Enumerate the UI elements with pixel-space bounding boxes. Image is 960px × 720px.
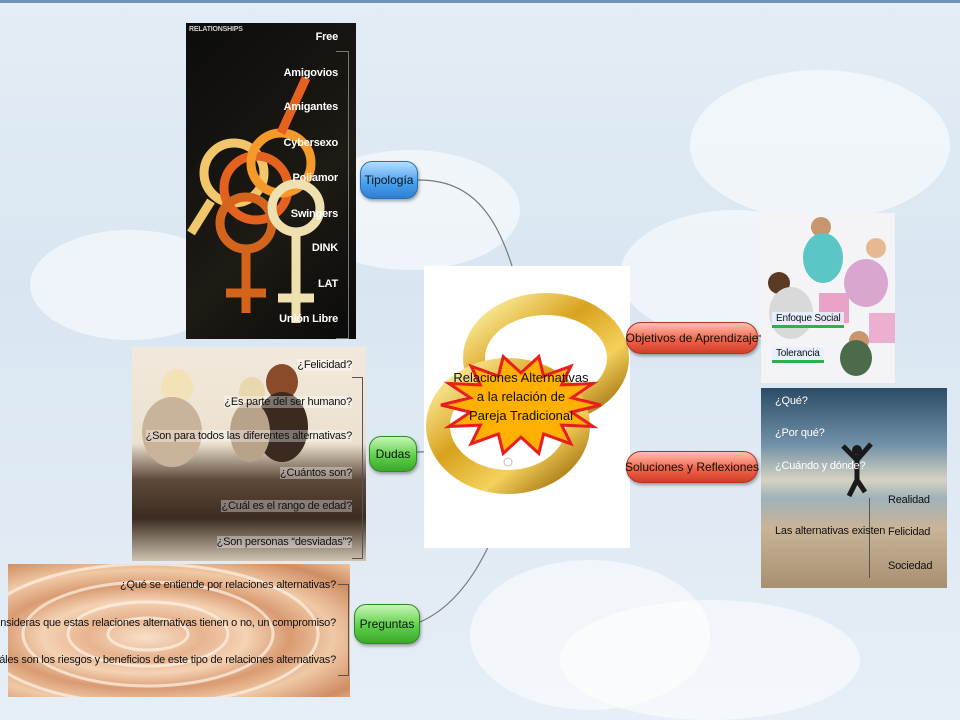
swirl-image bbox=[8, 564, 320, 697]
tipologia-item: Unión Libre bbox=[279, 313, 338, 325]
soluciones-node[interactable]: Soluciones y Reflexiones bbox=[625, 451, 759, 483]
tipologia-item: Amigantes bbox=[283, 101, 339, 113]
gender-symbols-image bbox=[187, 76, 325, 323]
objetivos-item: Tolerancia bbox=[772, 347, 824, 363]
dudas-bracket bbox=[352, 377, 363, 559]
soluciones-question: ¿Por qué? bbox=[775, 427, 825, 439]
soluciones-sub: Sociedad bbox=[888, 560, 933, 572]
jumping-person-image bbox=[841, 442, 873, 498]
tipologia-item: Cybersexo bbox=[283, 137, 339, 149]
preguntas-item: ¿Qué se entiende por relaciones alternat… bbox=[119, 579, 336, 591]
team-people-image bbox=[768, 217, 895, 376]
soluciones-main: Las alternativas existen bbox=[775, 525, 886, 537]
preguntas-item: ¿Cuáles son los riesgos y beneficios de … bbox=[0, 654, 336, 666]
tipologia-item: Free bbox=[315, 31, 339, 43]
center-starburst bbox=[440, 353, 602, 457]
soluciones-sub: Felicidad bbox=[888, 526, 931, 538]
dudas-node[interactable]: Dudas bbox=[369, 436, 417, 472]
soluciones-question: ¿Cuándo y dónde? bbox=[775, 460, 866, 472]
preguntas-panel bbox=[8, 564, 350, 697]
preguntas-item: ¿Consideras que estas relaciones alterna… bbox=[0, 617, 336, 629]
center-topic-line2: a la relación de bbox=[476, 389, 566, 404]
dudas-panel bbox=[132, 347, 366, 561]
center-topic-line3: Pareja Tradicional bbox=[468, 408, 574, 423]
soluciones-bracket bbox=[869, 498, 876, 578]
background-cloud bbox=[690, 70, 950, 220]
dudas-item: ¿Son para todos las diferentes alternati… bbox=[145, 430, 352, 442]
tipologia-bracket bbox=[336, 51, 349, 339]
dudas-item: ¿Es parte del ser humano? bbox=[224, 396, 352, 408]
preguntas-bracket bbox=[338, 584, 349, 676]
objetivos-item: Enfoque Social bbox=[772, 312, 845, 328]
preguntas-node[interactable]: Preguntas bbox=[354, 604, 420, 644]
dudas-item: ¿Son personas “desviadas”? bbox=[216, 536, 352, 548]
tipologia-item: LAT bbox=[318, 278, 338, 290]
tipologia-item: Swingers bbox=[290, 208, 339, 220]
tipologia-panel: RELATIONSHIPS bbox=[186, 23, 356, 339]
dudas-item: ¿Cuántos son? bbox=[280, 467, 352, 479]
objetivos-node[interactable]: Objetivos de Aprendizaje bbox=[626, 322, 758, 354]
center-topic-line1: Relaciones Alternativas bbox=[453, 370, 589, 385]
soluciones-sub: Realidad bbox=[888, 494, 930, 506]
background-cloud bbox=[560, 600, 860, 720]
top-bar bbox=[0, 0, 960, 3]
dudas-item: ¿Felicidad? bbox=[297, 359, 352, 371]
couple-image bbox=[142, 364, 308, 467]
dudas-item: ¿Cuál es el rango de edad? bbox=[221, 500, 352, 512]
tipologia-item: Poliamor bbox=[292, 172, 339, 184]
soluciones-panel bbox=[761, 388, 947, 588]
center-topic: Relaciones Alternativas a la relación de… bbox=[438, 368, 604, 425]
tipologia-header: RELATIONSHIPS bbox=[189, 26, 243, 33]
tipologia-item: Amigovios bbox=[283, 67, 339, 79]
soluciones-question: ¿Qué? bbox=[775, 395, 808, 407]
tipologia-node[interactable]: Tipología bbox=[360, 161, 418, 199]
tipologia-item: DINK bbox=[311, 242, 338, 254]
